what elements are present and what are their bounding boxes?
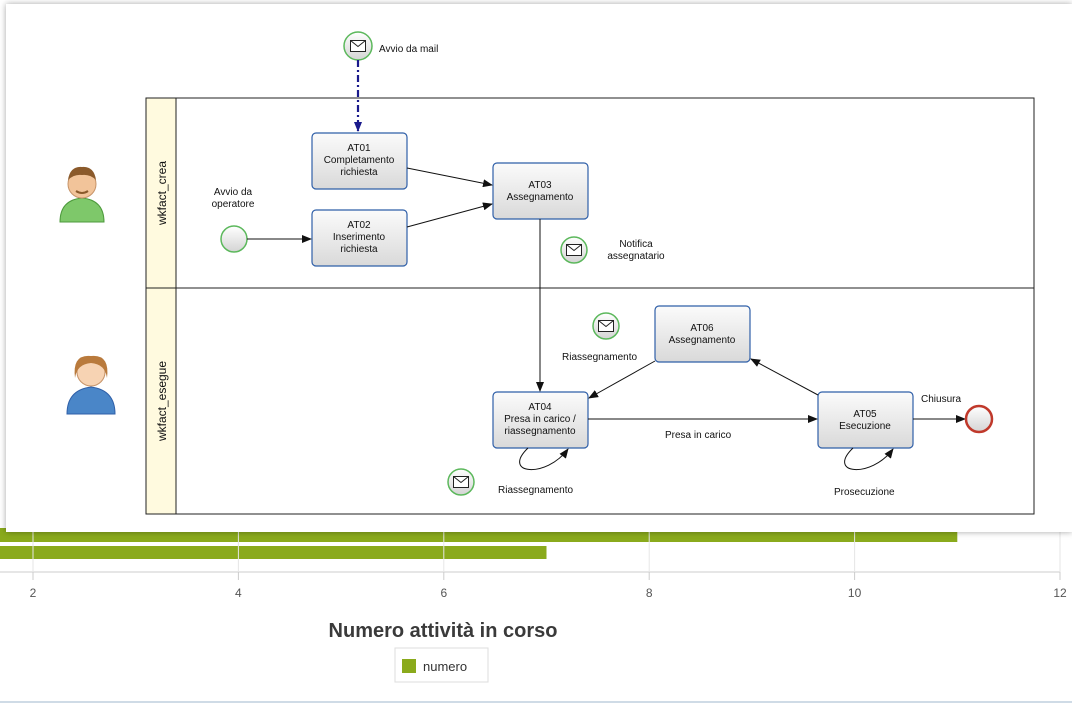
- envelope-icon: [350, 40, 366, 52]
- flow-at06-at04: [588, 360, 656, 399]
- x-tick-label: 6: [440, 586, 447, 600]
- start-operator-event: [220, 225, 248, 253]
- envelope-icon: [598, 320, 614, 332]
- lane-header-top: [145, 97, 177, 289]
- chart-title: Numero attività in corso: [329, 620, 558, 642]
- x-tick-label: 12: [1053, 586, 1067, 600]
- reassign-message-label: Riassegnamento: [562, 352, 637, 363]
- lane-label-bottom: wkfact_esegue: [155, 361, 169, 442]
- legend-label: numero: [423, 659, 467, 674]
- x-axis-ticks: 2 4 6 8 10 12: [30, 530, 1067, 600]
- flow-label-prosecuzione: Prosecuzione: [834, 487, 895, 498]
- end-event: [964, 404, 994, 434]
- end-label: Chiusura: [921, 394, 961, 405]
- x-tick-label: 2: [30, 586, 37, 600]
- flow-at05-loop: [844, 447, 894, 471]
- user-icon-blue: [66, 355, 116, 415]
- bpmn-diagram: wkfact_crea wkfact_esegue Avvio da mail …: [59, 31, 1035, 515]
- lane-label-top: wkfact_crea: [155, 161, 169, 226]
- flow-at05-at06: [750, 358, 819, 396]
- pool-border: [145, 97, 1035, 515]
- x-tick-label: 10: [848, 586, 862, 600]
- x-tick-label: 8: [646, 586, 653, 600]
- flow-at04-loop: [519, 447, 569, 471]
- lane-header-bottom: [145, 287, 177, 515]
- start-mail-label: Avvio da mail: [379, 44, 438, 55]
- envelope-icon: [453, 476, 469, 488]
- envelope-icon: [566, 244, 582, 256]
- chart-bar: [0, 546, 547, 559]
- flow-at02-at03: [406, 202, 493, 228]
- x-tick-label: 4: [235, 586, 242, 600]
- flow-label-riassegnamento: Riassegnamento: [498, 485, 573, 496]
- flow-label-presa: Presa in carico: [665, 430, 732, 441]
- user-icon-green: [59, 166, 105, 223]
- flow-at01-at03: [406, 167, 493, 188]
- bpmn-diagram-card: wkfact_crea wkfact_esegue Avvio da mail …: [6, 4, 1072, 532]
- legend-swatch: [402, 659, 416, 673]
- chart-bars: [0, 528, 958, 559]
